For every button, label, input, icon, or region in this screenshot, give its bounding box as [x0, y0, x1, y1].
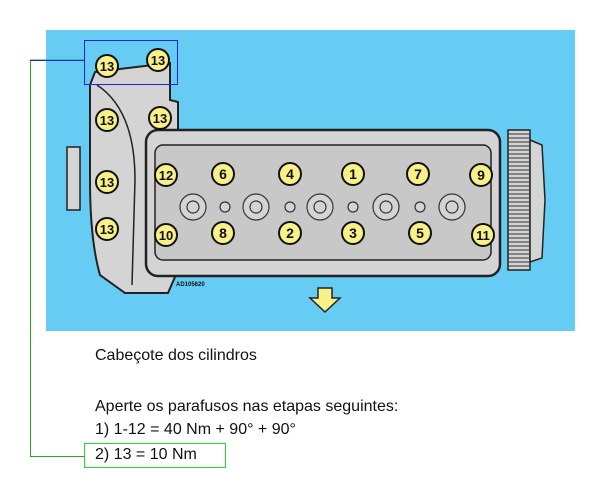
caption-title: Cabeçote dos cilindros	[95, 347, 257, 364]
instruction-text: Aperte os parafusos nas etapas seguintes…	[95, 398, 399, 415]
bolt-circle	[341, 162, 365, 186]
bolt-label: 9	[477, 167, 485, 183]
bolt-6: 6	[211, 162, 235, 186]
bolt-13: 13	[146, 48, 170, 72]
bolt-circle	[406, 162, 430, 186]
bolt-circle	[408, 221, 432, 245]
bolt-circle	[95, 54, 119, 78]
bolt-13: 13	[95, 108, 119, 132]
bolt-label: 4	[286, 166, 294, 182]
bolt-7: 7	[406, 162, 430, 186]
bolt-label: 13	[100, 59, 114, 74]
bolt-label: 3	[349, 225, 357, 241]
bolt-label: 13	[100, 222, 114, 237]
bolt-label: 10	[159, 228, 173, 243]
bolt-13: 13	[148, 106, 172, 130]
bolt-circle	[95, 170, 119, 194]
bolt-circle	[469, 163, 493, 187]
bolt-12: 12	[154, 163, 178, 187]
bolt-label: 7	[414, 166, 422, 182]
side-plate	[66, 146, 81, 211]
bolt-circle	[146, 48, 170, 72]
bolt-9: 9	[469, 163, 493, 187]
bolt-label: 11	[476, 228, 490, 243]
bolt-label: 1	[349, 166, 357, 182]
bolt-label: 13	[151, 53, 165, 68]
step-2-highlight	[84, 443, 226, 468]
cover-inner-line	[96, 84, 136, 286]
bolt-circle	[211, 162, 235, 186]
bolt-circle	[95, 108, 119, 132]
step-1: 1) 1-12 = 40 Nm + 90° + 90°	[95, 421, 296, 438]
bolt-label: 13	[100, 175, 114, 190]
bolt-circle	[471, 223, 495, 247]
step-2: 2) 13 = 10 Nm	[95, 446, 197, 463]
bolt-8: 8	[211, 221, 235, 245]
bolt-10: 10	[154, 223, 178, 247]
bolt-13: 13	[95, 54, 119, 78]
highlight-box	[84, 40, 178, 85]
bolt-label: 8	[219, 225, 227, 241]
bolt-circle	[278, 221, 302, 245]
bolt-2: 2	[278, 221, 302, 245]
bolt-label: 2	[286, 225, 294, 241]
bolt-circle	[154, 223, 178, 247]
diagram-code: AD105620	[176, 282, 205, 288]
gear-hub	[529, 138, 546, 264]
bolt-circle	[148, 106, 172, 130]
bolt-4: 4	[278, 162, 302, 186]
bolt-11: 11	[471, 223, 495, 247]
bolt-13: 13	[95, 170, 119, 194]
bolt-label: 13	[153, 111, 167, 126]
camshaft-bores	[179, 193, 466, 221]
gear-teeth	[508, 133, 530, 267]
bolt-13: 13	[95, 217, 119, 241]
bolt-circle	[95, 217, 119, 241]
bolt-label: 5	[416, 225, 424, 241]
bolt-circle	[211, 221, 235, 245]
bolt-1: 1	[341, 162, 365, 186]
bolt-label: 12	[159, 168, 173, 183]
direction-arrow-icon	[308, 287, 342, 314]
bolt-5: 5	[408, 221, 432, 245]
bolt-label: 13	[100, 113, 114, 128]
bolt-label: 6	[219, 166, 227, 182]
timing-gear	[507, 129, 531, 271]
bolt-3: 3	[341, 221, 365, 245]
bolt-circle	[341, 221, 365, 245]
bolt-circle	[154, 163, 178, 187]
bolt-circle	[278, 162, 302, 186]
